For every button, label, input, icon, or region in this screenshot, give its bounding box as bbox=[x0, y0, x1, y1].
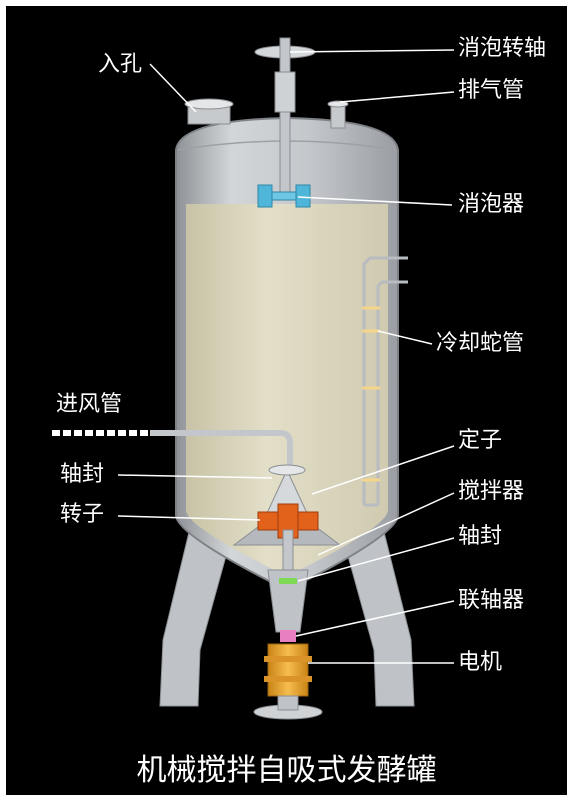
label-defoamer: 消泡器 bbox=[458, 194, 524, 216]
manhole bbox=[185, 99, 233, 124]
label-stator: 定子 bbox=[458, 430, 502, 452]
label-exhaust-pipe: 排气管 bbox=[458, 80, 524, 102]
label-manhole: 入孔 bbox=[98, 54, 142, 76]
shaft-seal-lower bbox=[279, 578, 297, 584]
label-shaft-seal-lower: 轴封 bbox=[458, 526, 502, 548]
label-rotor: 转子 bbox=[60, 504, 104, 526]
label-shaft-seal-upper: 轴封 bbox=[60, 464, 104, 486]
diagram-caption: 机械搅拌自吸式发酵罐 bbox=[0, 756, 573, 786]
exhaust-pipe bbox=[328, 101, 348, 128]
label-coupling: 联轴器 bbox=[458, 590, 524, 612]
label-defoam-shaft: 消泡转轴 bbox=[458, 38, 546, 60]
label-motor: 电机 bbox=[458, 652, 502, 674]
coupling bbox=[280, 630, 296, 642]
label-air-inlet: 进风管 bbox=[56, 394, 122, 416]
label-agitator: 搅拌器 bbox=[458, 481, 524, 503]
label-cooling-coil: 冷却蛇管 bbox=[436, 333, 524, 355]
